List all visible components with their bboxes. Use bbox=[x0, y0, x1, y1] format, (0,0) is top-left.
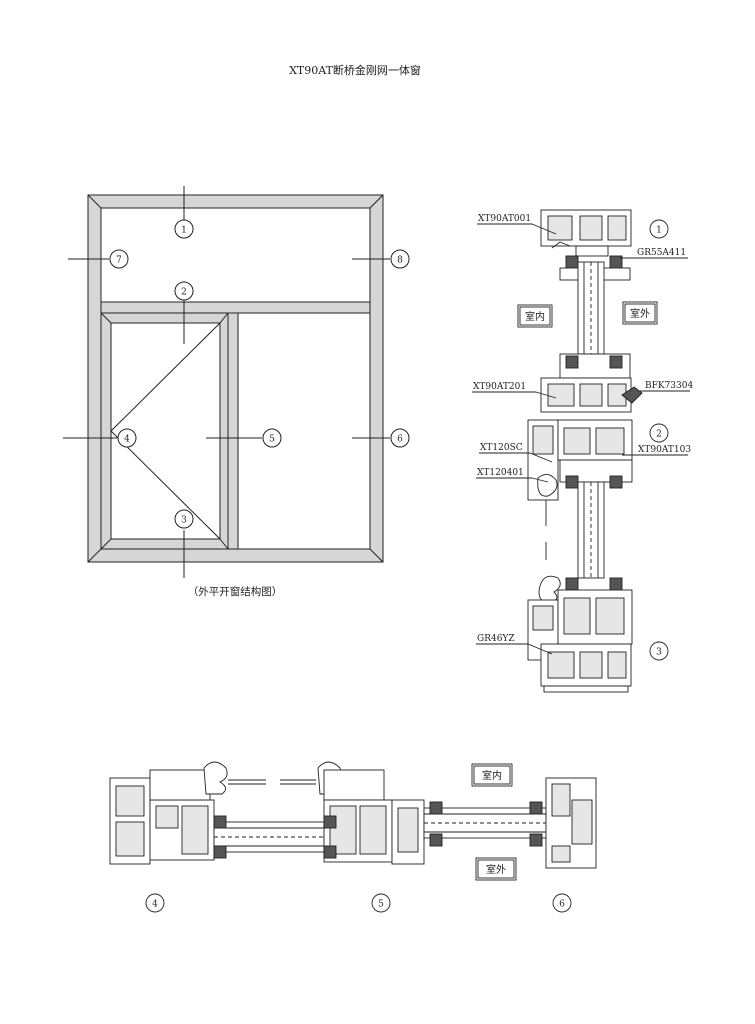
label-xt120sc: XT120SC bbox=[480, 443, 523, 453]
room-indoor-label: 室内 bbox=[525, 310, 545, 323]
label-gr55a411: GR55A411 bbox=[637, 248, 686, 258]
marker-1: 1 bbox=[181, 226, 187, 236]
h-marker-4: 4 bbox=[152, 900, 158, 910]
label-xt90at001: XT90AT001 bbox=[478, 214, 531, 224]
section-marker-1: 1 bbox=[656, 226, 662, 236]
h-room-indoor-label: 室内 bbox=[482, 769, 502, 782]
marker-2: 2 bbox=[181, 288, 187, 298]
room-outdoor-box bbox=[622, 301, 658, 325]
h-room-outdoor-box bbox=[475, 857, 517, 881]
opening-line bbox=[110, 430, 221, 540]
label-gr46yz: GR46YZ bbox=[477, 634, 515, 644]
room-indoor-box bbox=[517, 304, 553, 328]
opening-line bbox=[110, 322, 221, 432]
marker-6: 6 bbox=[397, 435, 403, 445]
label-xt90at103: XT90AT103 bbox=[638, 445, 691, 455]
marker-4: 4 bbox=[124, 435, 130, 445]
marker-5: 5 bbox=[269, 435, 275, 445]
h-room-indoor-box bbox=[471, 763, 513, 787]
h-marker-6: 6 bbox=[559, 900, 565, 910]
section-marker-3: 3 bbox=[656, 648, 662, 658]
marker-8: 8 bbox=[397, 256, 403, 266]
h-room-outdoor-label: 室外 bbox=[486, 863, 506, 876]
label-xt120401: XT120401 bbox=[477, 468, 524, 478]
room-outdoor-label: 室外 bbox=[630, 307, 650, 320]
label-bfk73304: BFK73304 bbox=[645, 381, 693, 391]
marker-7: 7 bbox=[116, 256, 122, 266]
h-marker-5: 5 bbox=[378, 900, 384, 910]
section-marker-2: 2 bbox=[656, 430, 662, 440]
drawing-title: XT90AT断桥金刚网一体窗 bbox=[289, 64, 421, 77]
marker-3: 3 bbox=[181, 516, 187, 526]
elevation-caption: （外平开窗结构图） bbox=[187, 586, 283, 598]
label-xt90at201: XT90AT201 bbox=[473, 382, 526, 392]
